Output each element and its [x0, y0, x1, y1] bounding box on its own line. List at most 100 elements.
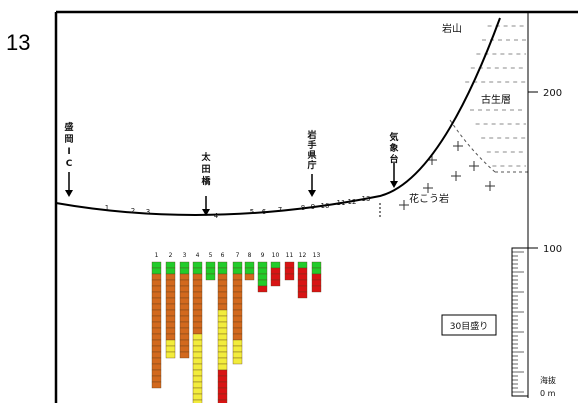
core-segment-orange: [232, 297, 243, 305]
core-segment-yellow: [192, 345, 203, 353]
core-segment-orange: [232, 315, 243, 323]
core-segment-yellow: [192, 357, 203, 365]
core-segment-green: [179, 261, 190, 269]
plus-icon: [453, 141, 463, 151]
core-segment-yellow: [192, 399, 203, 403]
ota-bashi-label: 太田橋: [200, 151, 211, 187]
core-segment-orange: [151, 369, 162, 377]
core-segment-yellow: [217, 363, 228, 371]
core-segment-green: [205, 267, 216, 275]
core-segment-orange: [151, 291, 162, 299]
surface-point-number: 1: [105, 204, 109, 212]
core-segment-green: [311, 261, 322, 269]
plus-icon: [399, 200, 409, 210]
stick-label: 30目盛り: [450, 320, 488, 332]
core-segment-yellow: [217, 315, 228, 323]
core-segment-orange: [151, 321, 162, 329]
core-segment-orange: [192, 321, 203, 329]
core-segment-red: [297, 273, 308, 281]
core-segment-red: [284, 267, 295, 275]
core-segment-orange: [232, 333, 243, 341]
stick-label-box: [441, 314, 497, 336]
core-column: 5: [205, 252, 216, 281]
core-segment-orange: [165, 273, 176, 281]
core-segment-yellow: [192, 375, 203, 383]
core-segment-green: [232, 267, 243, 275]
core-segment-red: [217, 399, 228, 403]
core-segment-orange: [217, 303, 228, 311]
core-segment-yellow: [192, 339, 203, 347]
core-segment-orange: [179, 291, 190, 299]
core-segment-red: [257, 285, 268, 293]
core-segment-red: [217, 393, 228, 401]
core-segment-orange: [151, 315, 162, 323]
core-segment-red: [284, 273, 295, 281]
core-segment-yellow: [217, 309, 228, 317]
surface-point-number: 11: [337, 199, 346, 207]
core-segment-green: [257, 279, 268, 287]
core-segment-orange: [192, 273, 203, 281]
core-segment-green: [165, 267, 176, 275]
page-number: 13: [6, 30, 31, 55]
core-segment-green: [257, 273, 268, 281]
core-segment-yellow: [165, 339, 176, 347]
core-segment-orange: [192, 309, 203, 317]
core-segment-orange: [192, 327, 203, 335]
core-segment-green: [192, 261, 203, 269]
down-arrow-icon: [65, 190, 73, 197]
core-segment-orange: [232, 285, 243, 293]
core-segment-red: [297, 291, 308, 299]
core-segment-orange: [179, 309, 190, 317]
core-segment-red: [217, 387, 228, 395]
surface-point-number: 3: [146, 208, 150, 216]
core-segment-yellow: [192, 393, 203, 401]
down-arrow-icon: [308, 190, 316, 197]
core-segment-orange: [151, 273, 162, 281]
core-column-number: 3: [183, 252, 187, 259]
core-segment-yellow: [217, 357, 228, 365]
zero-meter-label: 0 m: [540, 389, 556, 398]
core-segment-yellow: [165, 351, 176, 359]
core-segment-yellow: [217, 333, 228, 341]
core-segment-orange: [217, 279, 228, 287]
core-segment-green: [232, 261, 243, 269]
core-segment-red: [311, 285, 322, 293]
core-column-number: 7: [236, 252, 240, 259]
surface-point-number: 12: [348, 198, 357, 206]
core-segment-yellow: [192, 351, 203, 359]
granite-label: 花こう岩: [409, 192, 449, 205]
core-segment-orange: [179, 315, 190, 323]
core-segment-red: [217, 375, 228, 383]
core-column-number: 13: [313, 252, 321, 259]
core-column: 9: [257, 252, 268, 293]
core-column: 1: [151, 252, 162, 389]
core-segment-green: [205, 273, 216, 281]
plus-icon: [423, 183, 433, 193]
core-segment-orange: [232, 303, 243, 311]
core-segment-red: [284, 261, 295, 269]
core-segment-green: [257, 261, 268, 269]
core-segment-orange: [165, 297, 176, 305]
scale-label-100: 100: [543, 244, 562, 255]
core-segment-yellow: [232, 357, 243, 365]
core-segment-orange: [232, 291, 243, 299]
core-column: 4: [192, 252, 203, 403]
core-segment-red: [297, 267, 308, 275]
core-column-number: 2: [169, 252, 173, 259]
surface-point-number: 6: [262, 208, 267, 216]
core-segment-green: [257, 267, 268, 275]
core-segment-orange: [151, 297, 162, 305]
core-segment-green: [217, 261, 228, 269]
core-segment-orange: [217, 273, 228, 281]
core-column: 13: [311, 252, 322, 293]
core-segment-green: [311, 267, 322, 275]
surface-point-number: 8: [301, 204, 305, 212]
core-segment-orange: [217, 291, 228, 299]
core-segment-yellow: [217, 345, 228, 353]
core-segment-yellow: [192, 363, 203, 371]
core-column-number: 6: [221, 252, 225, 259]
core-segment-red: [217, 369, 228, 377]
core-segment-orange: [165, 321, 176, 329]
plus-icon: [485, 181, 495, 191]
